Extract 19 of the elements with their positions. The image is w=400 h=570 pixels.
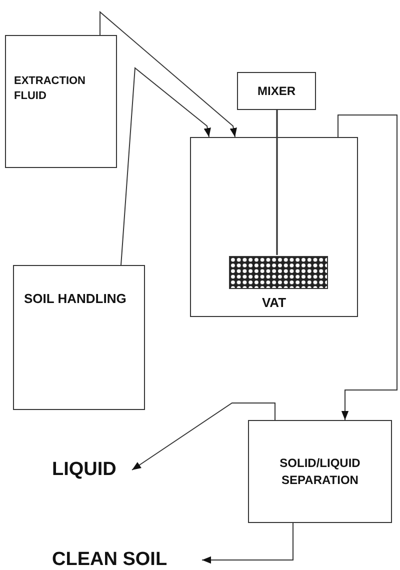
box-label: SOIL HANDLING	[24, 290, 126, 308]
process-box	[13, 265, 145, 410]
process-box	[237, 72, 316, 110]
output-label-text: CLEAN SOIL	[52, 548, 168, 570]
output-label-text: LIQUID	[52, 458, 116, 482]
arrow	[120, 67, 211, 266]
arrow	[100, 10, 237, 138]
box-label: EXTRACTION FLUID	[14, 74, 86, 104]
process-box	[248, 420, 392, 523]
box-label: VAT	[262, 294, 286, 312]
mesh-block	[229, 256, 328, 289]
tank-box	[5, 35, 117, 168]
mixer-shaft	[276, 110, 278, 255]
arrow	[202, 522, 294, 564]
arrow	[338, 114, 398, 420]
box-label: SOLID/LIQUID SEPARATION	[278, 455, 362, 488]
vat-box	[190, 137, 358, 317]
box-label: MIXER	[257, 82, 296, 100]
arrow	[132, 402, 276, 470]
